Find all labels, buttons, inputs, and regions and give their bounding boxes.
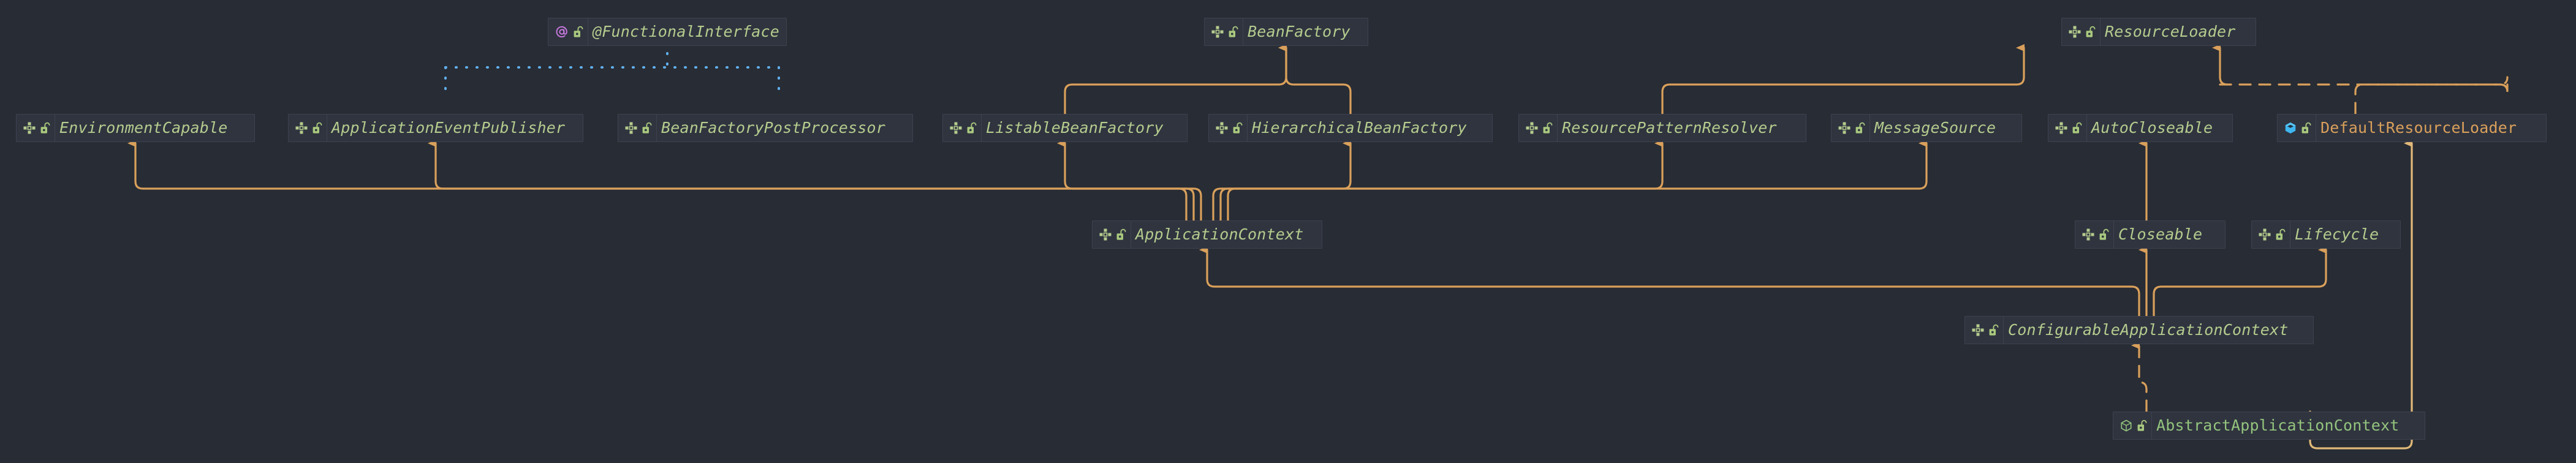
node-label: MessageSource (1874, 118, 1996, 137)
unlocked-lock-icon (40, 122, 50, 134)
annotation-icon (556, 26, 567, 38)
node-default-resource-loader[interactable]: DefaultResourceLoader (2277, 114, 2547, 142)
interface-icon (950, 122, 962, 134)
node-icons (23, 121, 51, 135)
node-hierarchical-bean-factory[interactable]: HierarchicalBeanFactory (1208, 114, 1493, 142)
node-resource-pattern-resolver[interactable]: ResourcePatternResolver (1518, 114, 1806, 142)
class-cube-icon (2285, 122, 2296, 134)
node-icons (2258, 228, 2287, 241)
node-functional-interface[interactable]: @FunctionalInterface (548, 18, 787, 46)
node-closeable[interactable]: Closeable (2075, 220, 2226, 249)
node-icons (1971, 323, 2000, 337)
node-bean-factory[interactable]: BeanFactory (1204, 18, 1368, 46)
node-icons (2068, 25, 2097, 39)
interface-icon (625, 122, 637, 134)
node-auto-closeable[interactable]: AutoCloseable (2048, 114, 2233, 142)
node-label: AbstractApplicationContext (2156, 416, 2400, 434)
node-label: AutoCloseable (2091, 118, 2213, 137)
icon-separator (1557, 115, 1558, 141)
unlocked-lock-icon (2086, 26, 2096, 37)
node-icons (624, 121, 653, 135)
node-icons (949, 121, 978, 135)
node-label: ListableBeanFactory (986, 118, 1164, 137)
interface-icon (295, 122, 308, 134)
node-label: ResourceLoader (2105, 22, 2236, 40)
unlocked-lock-icon (2301, 122, 2311, 134)
node-label: ConfigurableApplicationContext (2008, 320, 2289, 339)
unlocked-lock-icon (1543, 122, 1553, 134)
interface-icon (2082, 228, 2094, 241)
node-icons (295, 121, 324, 135)
node-icons (2055, 121, 2083, 135)
node-resource-loader[interactable]: ResourceLoader (2061, 18, 2256, 46)
node-label: Lifecycle (2295, 225, 2379, 243)
interface-icon (23, 122, 36, 134)
icon-separator (1247, 115, 1248, 141)
node-icons (1099, 228, 1127, 241)
node-icons (2082, 228, 2110, 241)
interface-icon (2069, 26, 2081, 38)
node-label: @FunctionalInterface (593, 22, 780, 40)
node-icons (1211, 25, 1240, 39)
interface-icon (1838, 122, 1851, 134)
node-icons (1838, 121, 1866, 135)
unlocked-lock-icon (313, 122, 322, 134)
node-icons (2284, 121, 2313, 135)
node-message-source[interactable]: MessageSource (1831, 114, 2022, 142)
node-environment-capable[interactable]: EnvironmentCapable (16, 114, 255, 142)
unlocked-lock-icon (2099, 228, 2109, 240)
node-label: BeanFactoryPostProcessor (661, 118, 886, 137)
node-application-context[interactable]: ApplicationContext (1092, 220, 1322, 249)
unlocked-lock-icon (2137, 420, 2147, 431)
node-label: DefaultResourceLoader (2320, 118, 2517, 137)
unlocked-lock-icon (574, 26, 583, 37)
node-lifecycle[interactable]: Lifecycle (2251, 220, 2401, 249)
interface-icon (1211, 26, 1224, 38)
icon-separator (981, 115, 982, 141)
interface-icon (1972, 324, 1984, 336)
interface-icon (1099, 228, 1112, 241)
node-label: EnvironmentCapable (59, 118, 228, 137)
icon-separator (2100, 18, 2101, 45)
icon-separator (656, 115, 657, 141)
node-configurable-application-context[interactable]: ConfigurableApplicationContext (1964, 316, 2314, 344)
unlocked-lock-icon (967, 122, 977, 134)
interface-icon (2259, 228, 2271, 241)
node-icons (2120, 419, 2148, 432)
node-label: ApplicationEventPublisher (331, 118, 566, 137)
unlocked-lock-icon (1989, 324, 1999, 336)
node-bean-factory-post-processor[interactable]: BeanFactoryPostProcessor (618, 114, 913, 142)
node-label: ApplicationContext (1135, 225, 1304, 243)
node-icons (1525, 121, 1554, 135)
icon-separator (2113, 221, 2114, 248)
unlocked-lock-icon (1233, 122, 1243, 134)
icon-separator (2151, 412, 2152, 439)
node-icons (1215, 121, 1244, 135)
node-label: ResourcePatternResolver (1562, 118, 1777, 137)
node-application-event-publisher[interactable]: ApplicationEventPublisher (288, 114, 583, 142)
icon-separator (2003, 317, 2004, 344)
interface-icon (2055, 122, 2067, 134)
node-icons (555, 24, 585, 39)
interface-icon (1526, 122, 1538, 134)
node-abstract-application-context[interactable]: AbstractApplicationContext (2113, 412, 2425, 440)
icon-separator (1869, 115, 1870, 141)
abstract-class-cube-icon (2121, 420, 2132, 432)
unlocked-lock-icon (642, 122, 652, 134)
unlocked-lock-icon (1229, 26, 1238, 37)
node-listable-bean-factory[interactable]: ListableBeanFactory (942, 114, 1188, 142)
unlocked-lock-icon (1116, 228, 1126, 240)
unlocked-lock-icon (2276, 228, 2286, 240)
interface-icon (1216, 122, 1228, 134)
node-label: BeanFactory (1248, 22, 1351, 40)
icon-separator (2086, 115, 2087, 141)
unlocked-lock-icon (2072, 122, 2082, 134)
unlocked-lock-icon (1855, 122, 1865, 134)
node-label: Closeable (2118, 225, 2203, 243)
node-label: HierarchicalBeanFactory (1252, 118, 1467, 137)
